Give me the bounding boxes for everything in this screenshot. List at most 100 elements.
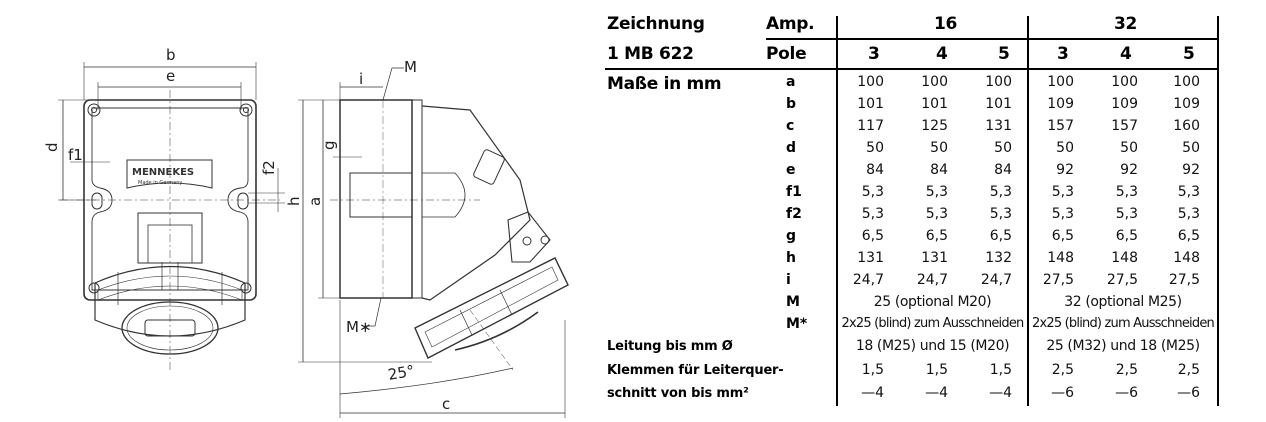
cell: 50 (866, 140, 884, 156)
cell: 84 (866, 162, 884, 178)
cell: 5,3 (861, 206, 884, 222)
dimensions-table: Zeichnung 1 MB 622 Maße in mm Amp. Pole … (600, 0, 1266, 422)
dim-label-g: g (320, 140, 338, 150)
cell: 5,3 (861, 184, 884, 200)
row-key: f2 (786, 206, 802, 222)
cell: 84 (994, 162, 1012, 178)
cell: 132 (985, 250, 1012, 266)
row-key: c (786, 118, 795, 134)
cell: 101 (921, 96, 948, 112)
dimension-drawing-svg: b e d f1 f2 MENNEKES Made in Germany i M… (43, 46, 569, 418)
row-key: a (786, 74, 796, 90)
row-key: d (786, 140, 797, 156)
column-divider-left (836, 16, 838, 406)
cell: 50 (1056, 140, 1074, 156)
cell: 101 (857, 96, 884, 112)
cell-leitung-16A: 18 (M25) und 15 (M20) (855, 338, 1010, 354)
dim-label-h: h (285, 196, 303, 206)
cell: 100 (985, 74, 1012, 90)
cell: 24,7 (916, 272, 948, 288)
cell: 5,3 (925, 184, 948, 200)
cell: 27,5 (1042, 272, 1074, 288)
cell: —4 (861, 385, 884, 401)
cell: 131 (857, 250, 884, 266)
pole-32-4: 4 (1120, 44, 1132, 64)
cell: 5,3 (1177, 206, 1200, 222)
cell-leitung-32A: 25 (M32) und 18 (M25) (1046, 338, 1200, 354)
cell: —6 (1051, 385, 1074, 401)
cell: 109 (1111, 96, 1138, 112)
cell: 6,5 (861, 228, 884, 244)
dim-label-f1: f1 (68, 146, 83, 164)
pole-label: Pole (766, 44, 807, 64)
table-units-label: Maße in mm (607, 74, 722, 94)
row-label-leitung: Leitung bis mm Ø (607, 339, 733, 354)
cell: 92 (1182, 162, 1200, 178)
cell: 5,3 (1177, 184, 1200, 200)
cell: 157 (1111, 118, 1138, 134)
brand-sub-label: Made in Germany (138, 180, 182, 186)
cell-Mstar-32A: 2x25 (blind) zum Ausschneiden (1032, 316, 1215, 331)
cell: 6,5 (1177, 228, 1200, 244)
column-divider-right (1217, 16, 1219, 406)
cell: 148 (1047, 250, 1074, 266)
row-label-klemmen-2: schnitt von bis mm² (607, 386, 749, 401)
cell: —4 (989, 385, 1012, 401)
cell: 100 (1111, 74, 1138, 90)
cell: 50 (930, 140, 948, 156)
cell: 125 (921, 118, 948, 134)
cell: 92 (1056, 162, 1074, 178)
technical-drawing: b e d f1 f2 MENNEKES Made in Germany i M… (0, 0, 600, 422)
cell: 6,5 (1051, 228, 1074, 244)
header-divider-pole (605, 68, 1218, 70)
row-key: i (786, 272, 791, 288)
row-key: h (786, 250, 796, 266)
cell: 5,3 (925, 206, 948, 222)
cell-M-32A: 32 (optional M25) (1064, 294, 1182, 310)
cell: 100 (921, 74, 948, 90)
cell: 1,5 (925, 362, 948, 378)
cell: 27,5 (1106, 272, 1138, 288)
cell: 5,3 (1051, 184, 1074, 200)
amp-16-header: 16 (934, 14, 958, 34)
cell: 92 (1120, 162, 1138, 178)
cell: 1,5 (861, 362, 884, 378)
pole-16-3: 3 (868, 44, 880, 64)
cell: 50 (1120, 140, 1138, 156)
column-divider-mid (1027, 16, 1029, 406)
row-key: g (786, 228, 797, 244)
row-key: f1 (786, 184, 802, 200)
cell: —6 (1115, 385, 1138, 401)
dim-label-e: e (166, 67, 175, 85)
cell: 117 (857, 118, 884, 134)
cell: 5,3 (1051, 206, 1074, 222)
cell: 109 (1173, 96, 1200, 112)
cell: 6,5 (1115, 228, 1138, 244)
cell: 160 (1173, 118, 1200, 134)
cell: 27,5 (1168, 272, 1200, 288)
header-divider-amp (766, 38, 1218, 40)
amp-label: Amp. (766, 14, 815, 34)
cell: 24,7 (852, 272, 884, 288)
cell: —4 (925, 385, 948, 401)
side-view (298, 67, 569, 418)
amp-32-header: 32 (1114, 14, 1138, 34)
cell-M-16A: 25 (optional M20) (873, 294, 992, 310)
cell: 24,7 (980, 272, 1012, 288)
cell: —6 (1177, 385, 1200, 401)
cell: 2,5 (1115, 362, 1138, 378)
dim-label-b: b (166, 46, 176, 64)
row-key: b (786, 96, 797, 112)
front-view (58, 62, 285, 370)
cell: 2,5 (1177, 362, 1200, 378)
cell: 50 (1182, 140, 1200, 156)
cell: 1,5 (989, 362, 1012, 378)
pole-32-3: 3 (1057, 44, 1069, 64)
dim-label-i: i (359, 70, 363, 88)
dim-label-f2: f2 (260, 160, 278, 175)
cell: 148 (1173, 250, 1200, 266)
dim-label-c: c (442, 395, 450, 413)
cell: 5,3 (989, 184, 1012, 200)
cell: 101 (985, 96, 1012, 112)
pole-32-5: 5 (1183, 44, 1195, 64)
